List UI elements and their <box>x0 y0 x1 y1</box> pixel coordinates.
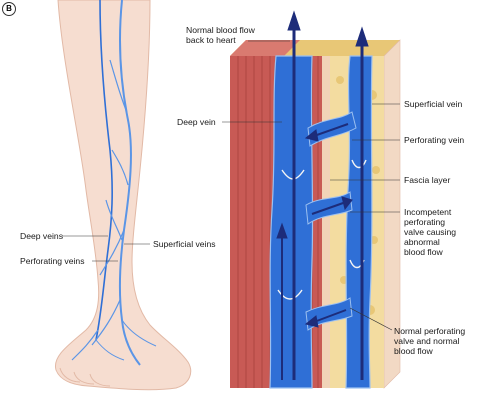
label-deep-vein: Deep vein <box>177 117 216 127</box>
label-deep-veins: Deep veins <box>20 231 63 241</box>
label-perforating-vein: Perforating vein <box>404 135 464 145</box>
panel-letter: B <box>2 2 16 16</box>
label-perforating-veins: Perforating veins <box>20 256 85 266</box>
label-superficial-vein: Superficial vein <box>404 99 462 109</box>
label-incompetent-valve: Incompetent perforating valve causing ab… <box>404 207 492 257</box>
fascia-layer <box>322 56 330 388</box>
label-fascia-layer: Fascia layer <box>404 175 450 185</box>
superficial-vein-section <box>346 56 372 388</box>
deep-vein-section <box>270 56 313 388</box>
label-normal-blood-flow: Normal blood flow back to heart <box>186 25 255 45</box>
label-superficial-veins: Superficial veins <box>153 239 216 249</box>
label-normal-valve: Normal perforating valve and normal bloo… <box>394 326 465 356</box>
cross-section <box>222 12 400 388</box>
leg-illustration <box>55 0 190 390</box>
